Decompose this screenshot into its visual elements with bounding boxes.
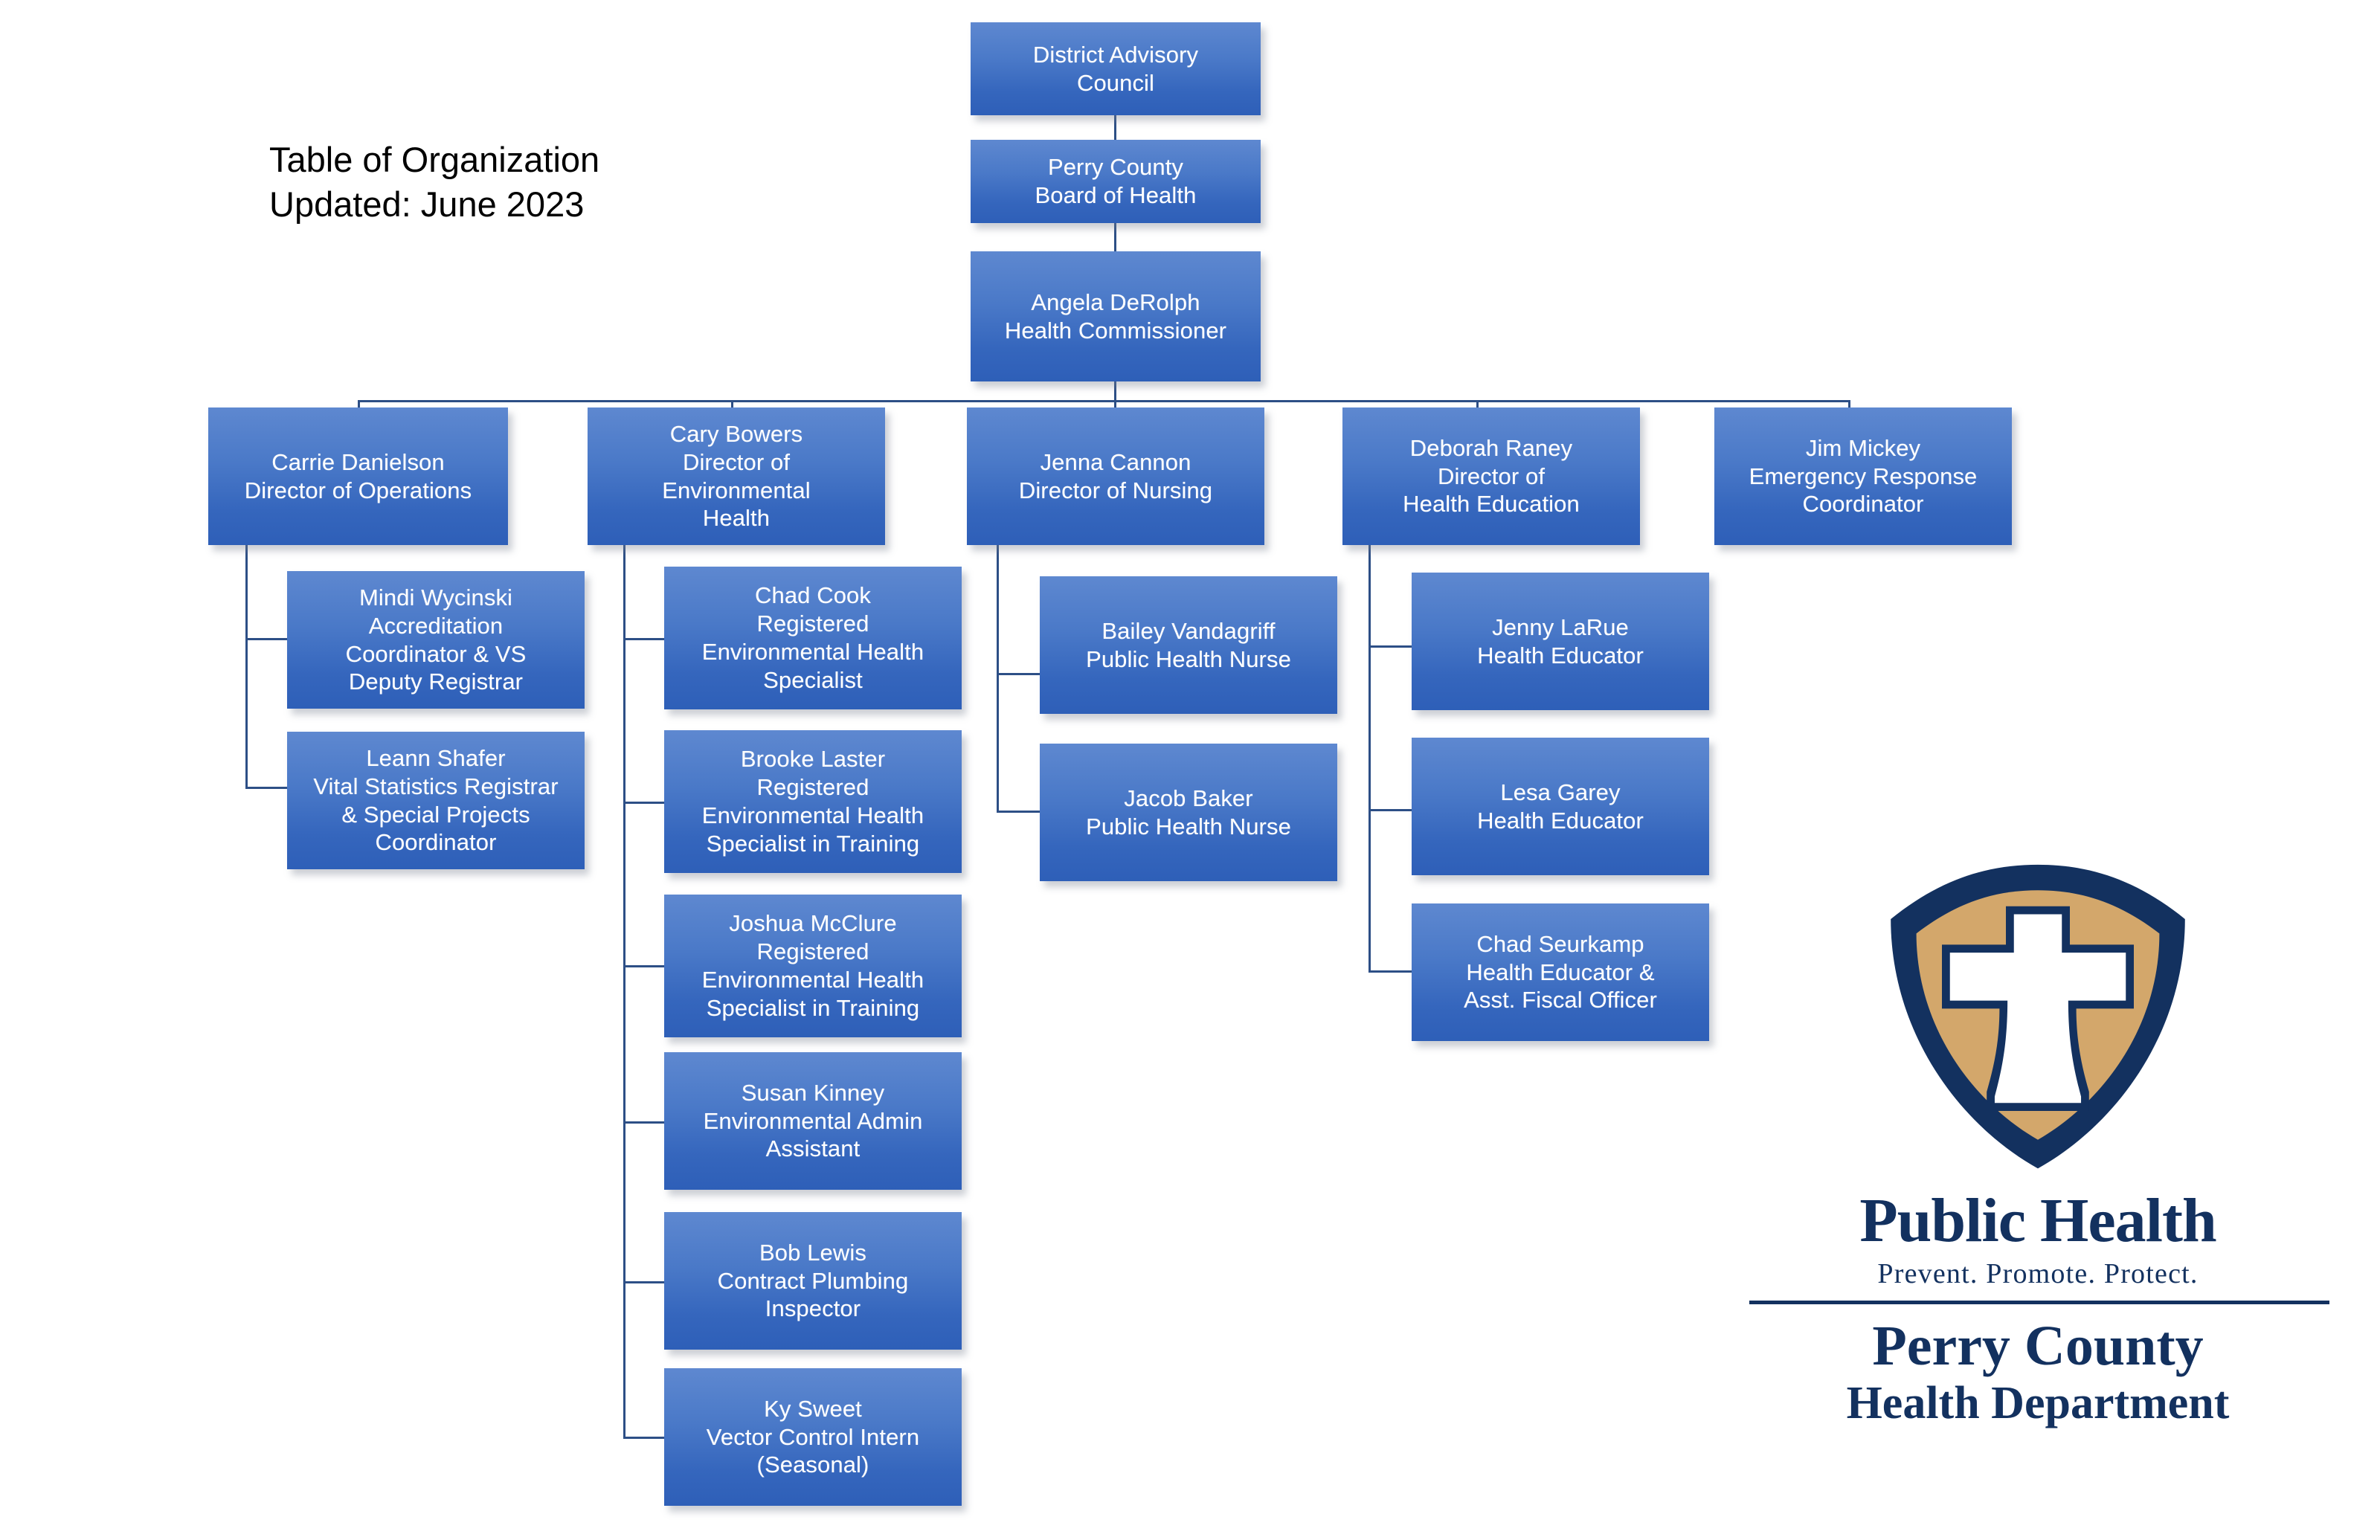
node-director-of-health-education[interactable]: Deborah Raney Director of Health Educati…: [1342, 407, 1640, 545]
node-label: Chad Seurkamp Health Educator & Asst. Fi…: [1464, 930, 1657, 1014]
node-vital-statistics-registrar[interactable]: Leann Shafer Vital Statistics Registrar …: [287, 732, 585, 869]
node-health-commissioner[interactable]: Angela DeRolph Health Commissioner: [971, 251, 1261, 381]
node-public-health-nurse-baker[interactable]: Jacob Baker Public Health Nurse: [1040, 744, 1337, 881]
node-board-of-health[interactable]: Perry County Board of Health: [971, 140, 1261, 223]
connector-health-education-spine: [1368, 541, 1371, 973]
node-emergency-response-coordinator[interactable]: Jim Mickey Emergency Response Coordinato…: [1714, 407, 2012, 545]
connector-nursing-spine: [997, 541, 999, 813]
node-director-of-nursing[interactable]: Jenna Cannon Director of Nursing: [967, 407, 1264, 545]
node-label: Bob Lewis Contract Plumbing Inspector: [717, 1239, 909, 1322]
node-label: Leann Shafer Vital Statistics Registrar …: [313, 744, 559, 856]
node-label: Chad Cook Registered Environmental Healt…: [701, 582, 924, 693]
node-district-advisory-council[interactable]: District Advisory Council: [971, 22, 1261, 115]
connector-operations-spine: [245, 541, 248, 787]
connector-nursing-to-nurse1: [997, 673, 1040, 675]
connector-operations-to-ops1: [245, 638, 289, 640]
connector-eh-to-eh4: [623, 1121, 666, 1124]
node-environmental-admin-assistant[interactable]: Susan Kinney Environmental Admin Assista…: [664, 1052, 962, 1190]
connector-he-to-he2: [1368, 809, 1412, 811]
node-director-of-environmental-health[interactable]: Cary Bowers Director of Environmental He…: [588, 407, 885, 545]
connector-eh-to-eh6: [623, 1437, 666, 1439]
node-label: Susan Kinney Environmental Admin Assista…: [703, 1079, 923, 1162]
connector-eh-to-eh1: [623, 638, 666, 640]
node-label: Perry County Board of Health: [1035, 154, 1197, 208]
node-label: Jenna Cannon Director of Nursing: [1018, 448, 1213, 503]
logo-perry-county: Perry County: [1872, 1315, 2204, 1378]
connector-eh-to-eh5: [623, 1281, 666, 1283]
node-label: District Advisory Council: [1032, 41, 1199, 96]
logo-tagline: Prevent. Promote. Protect.: [1877, 1258, 2199, 1289]
page-title: Table of Organization Updated: June 2023: [269, 140, 600, 225]
node-public-health-nurse-vandagriff[interactable]: Bailey Vandagriff Public Health Nurse: [1040, 576, 1337, 714]
connector-nursing-to-nurse2: [997, 811, 1040, 813]
node-label: Lesa Garey Health Educator: [1477, 779, 1644, 834]
node-label: Mindi Wycinski Accreditation Coordinator…: [345, 584, 527, 695]
node-reh-specialist-training-laster[interactable]: Brooke Laster Registered Environmental H…: [664, 730, 962, 873]
node-registered-eh-specialist[interactable]: Chad Cook Registered Environmental Healt…: [664, 567, 962, 709]
connector-commissioner-drop: [1114, 379, 1116, 402]
logo-health-department: Health Department: [1846, 1378, 2230, 1429]
node-health-educator-garey[interactable]: Lesa Garey Health Educator: [1412, 738, 1709, 875]
node-label: Brooke Laster Registered Environmental H…: [701, 746, 924, 857]
node-reh-specialist-training-mcclure[interactable]: Joshua McClure Registered Environmental …: [664, 895, 962, 1037]
connector-director-bus: [358, 400, 1850, 402]
connector-boh-to-commissioner: [1114, 222, 1116, 253]
connector-eh-to-eh2: [623, 802, 666, 804]
node-vector-control-intern[interactable]: Ky Sweet Vector Control Intern (Seasonal…: [664, 1368, 962, 1506]
node-health-educator-larue[interactable]: Jenny LaRue Health Educator: [1412, 573, 1709, 710]
connector-he-to-he3: [1368, 970, 1412, 973]
connector-eh-to-eh3: [623, 965, 666, 967]
node-label: Jenny LaRue Health Educator: [1477, 613, 1644, 668]
node-label: Ky Sweet Vector Control Intern (Seasonal…: [706, 1395, 920, 1478]
node-label: Jim Mickey Emergency Response Coordinato…: [1749, 434, 1978, 518]
connector-environmental-health-spine: [623, 541, 625, 1439]
perry-county-health-department-logo: Public Health Prevent. Promote. Protect.…: [1740, 855, 2335, 1472]
node-label: Bailey Vandagriff Public Health Nurse: [1086, 617, 1291, 672]
logo-divider-rule: [1749, 1301, 2329, 1305]
node-health-educator-fiscal-officer[interactable]: Chad Seurkamp Health Educator & Asst. Fi…: [1412, 903, 1709, 1041]
public-health-shield-icon: [1874, 855, 2202, 1175]
connector-dac-to-boh: [1114, 113, 1116, 141]
node-label: Carrie Danielson Director of Operations: [244, 448, 472, 503]
node-label: Deborah Raney Director of Health Educati…: [1403, 434, 1580, 518]
connector-operations-to-ops2: [245, 787, 289, 789]
node-director-of-operations[interactable]: Carrie Danielson Director of Operations: [208, 407, 508, 545]
logo-text-block: Public Health Prevent. Promote. Protect.…: [1740, 1190, 2335, 1430]
logo-public-health: Public Health: [1859, 1186, 2216, 1255]
node-accreditation-coordinator[interactable]: Mindi Wycinski Accreditation Coordinator…: [287, 571, 585, 709]
connector-he-to-he1: [1368, 645, 1412, 648]
node-label: Jacob Baker Public Health Nurse: [1086, 785, 1291, 840]
node-label: Angela DeRolph Health Commissioner: [1004, 289, 1227, 344]
node-label: Cary Bowers Director of Environmental He…: [662, 420, 811, 532]
node-label: Joshua McClure Registered Environmental …: [701, 910, 924, 1021]
node-contract-plumbing-inspector[interactable]: Bob Lewis Contract Plumbing Inspector: [664, 1212, 962, 1350]
